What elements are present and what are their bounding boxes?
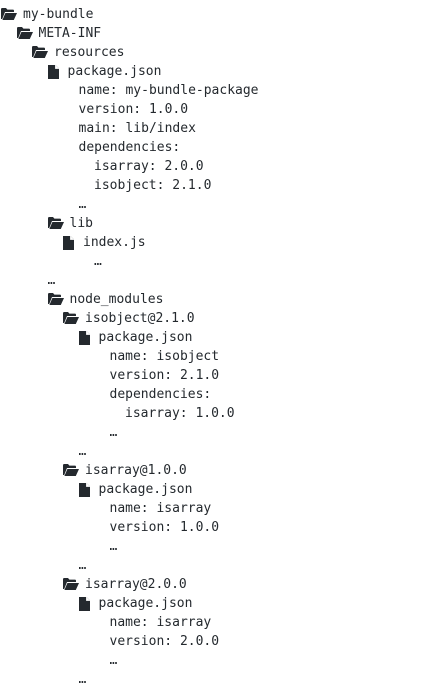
- tree-folder: lib: [47, 214, 93, 233]
- tree-folder: isarray@2.0.0: [63, 575, 187, 594]
- tree-item-label: package.json: [98, 330, 193, 345]
- tree-item-label: package.json: [67, 64, 162, 79]
- tree-item-label: META-INF: [38, 26, 102, 41]
- tree-text-line: …: [78, 197, 87, 212]
- tree-folder: META-INF: [16, 24, 102, 43]
- tree-text-line: name: isobject: [109, 349, 220, 364]
- tree-item-label: resources: [54, 45, 125, 60]
- file-icon: [63, 233, 77, 252]
- tree-text-line: name: isarray: [109, 615, 212, 630]
- tree-folder: node_modules: [47, 290, 164, 309]
- tree-text-line: version: 2.1.0: [109, 368, 220, 383]
- file-icon: [78, 480, 93, 499]
- tree-text-line: …: [109, 425, 118, 440]
- tree-text-line: …: [47, 273, 56, 288]
- file-icon: [78, 328, 93, 347]
- tree-text-line: …: [78, 672, 87, 687]
- tree-file: package.json: [78, 328, 193, 347]
- tree-text-line: isarray: 2.0.0: [94, 159, 204, 174]
- tree-text-line: version: 1.0.0: [109, 520, 220, 535]
- tree-item-label: index.js: [83, 235, 146, 250]
- tree-text-line: …: [78, 444, 87, 459]
- tree-item-label: node_modules: [69, 292, 164, 307]
- folder-open-icon: [47, 290, 64, 309]
- file-icon: [47, 62, 62, 81]
- tree-file: index.js: [63, 233, 146, 252]
- tree-folder: resources: [32, 43, 124, 62]
- tree-file: package.json: [78, 480, 193, 499]
- tree-folder: isobject@2.1.0: [63, 309, 195, 328]
- tree-text-line: …: [78, 558, 87, 573]
- tree-file: package.json: [78, 594, 193, 613]
- tree-item-label: lib: [69, 216, 93, 231]
- folder-open-icon: [1, 5, 17, 24]
- folder-open-icon: [63, 461, 79, 480]
- tree-text-line: version: 1.0.0: [78, 102, 189, 117]
- folder-open-icon: [32, 43, 48, 62]
- file-icon: [78, 594, 93, 613]
- tree-folder: my-bundle: [1, 5, 93, 24]
- tree-folder: isarray@1.0.0: [63, 461, 187, 480]
- folder-open-icon: [63, 309, 79, 328]
- tree-text-line: …: [109, 653, 118, 668]
- tree-text-line: …: [94, 254, 102, 269]
- tree-item-label: isarray@1.0.0: [85, 463, 187, 478]
- tree-item-label: isobject@2.1.0: [85, 311, 195, 326]
- tree-text-line: name: isarray: [109, 501, 212, 516]
- folder-open-icon: [16, 24, 33, 43]
- folder-open-icon: [63, 575, 79, 594]
- tree-text-line: dependencies:: [78, 140, 181, 155]
- folder-open-icon: [47, 214, 64, 233]
- tree-item-label: package.json: [98, 482, 193, 497]
- tree-text-line: main: lib/index: [78, 121, 196, 136]
- tree-text-line: …: [109, 539, 118, 554]
- tree-text-line: isobject: 2.1.0: [94, 178, 212, 193]
- tree-item-label: package.json: [98, 596, 193, 611]
- tree-text-line: isarray: 1.0.0: [125, 406, 235, 421]
- tree-text-line: dependencies:: [109, 387, 212, 402]
- tree-item-label: my-bundle: [23, 7, 94, 22]
- tree-file: package.json: [47, 62, 162, 81]
- tree-item-label: isarray@2.0.0: [85, 577, 187, 592]
- tree-text-line: version: 2.0.0: [109, 634, 220, 649]
- tree-text-line: name: my-bundle-package: [78, 83, 259, 98]
